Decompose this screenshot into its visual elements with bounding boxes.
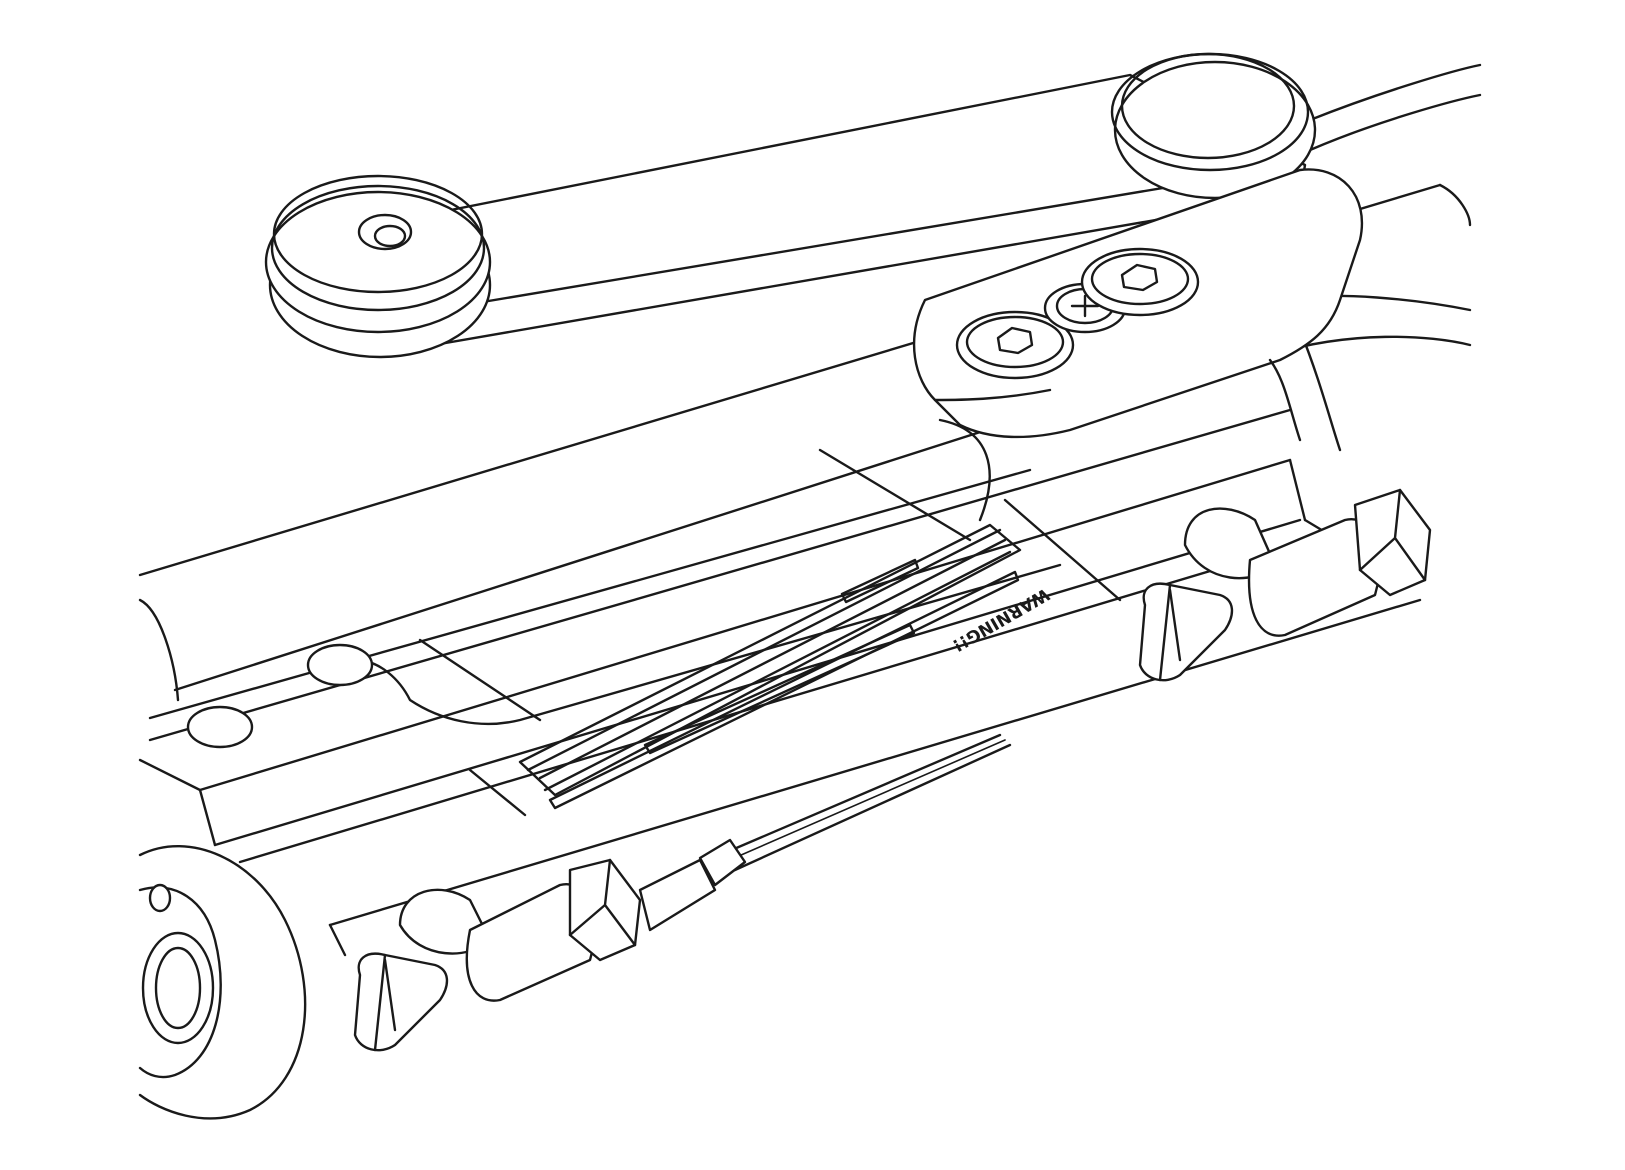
left-valve-handle [353,952,449,1052]
hex-bolt-left [955,310,1075,380]
left-hex-nut [568,858,642,962]
port-cap-2 [186,705,254,749]
mounting-bracket [912,168,1364,522]
warning-label: WARNING!! [518,523,1053,810]
right-valve-handle [1138,582,1234,682]
left-nut-extension [638,858,717,932]
end-cap-hole [148,883,172,913]
port-cap-1 [306,643,374,687]
piston-rod [718,733,1012,872]
left-hose-fitting [353,838,747,1052]
left-end-cap [138,845,307,1120]
hex-bolt-right [1080,247,1200,317]
left-pivot-hole [357,213,413,251]
tiller-arm [264,52,1317,359]
rod-seal [141,931,215,1045]
left-pivot-disc [264,190,492,334]
right-hose-fitting [1138,488,1432,682]
